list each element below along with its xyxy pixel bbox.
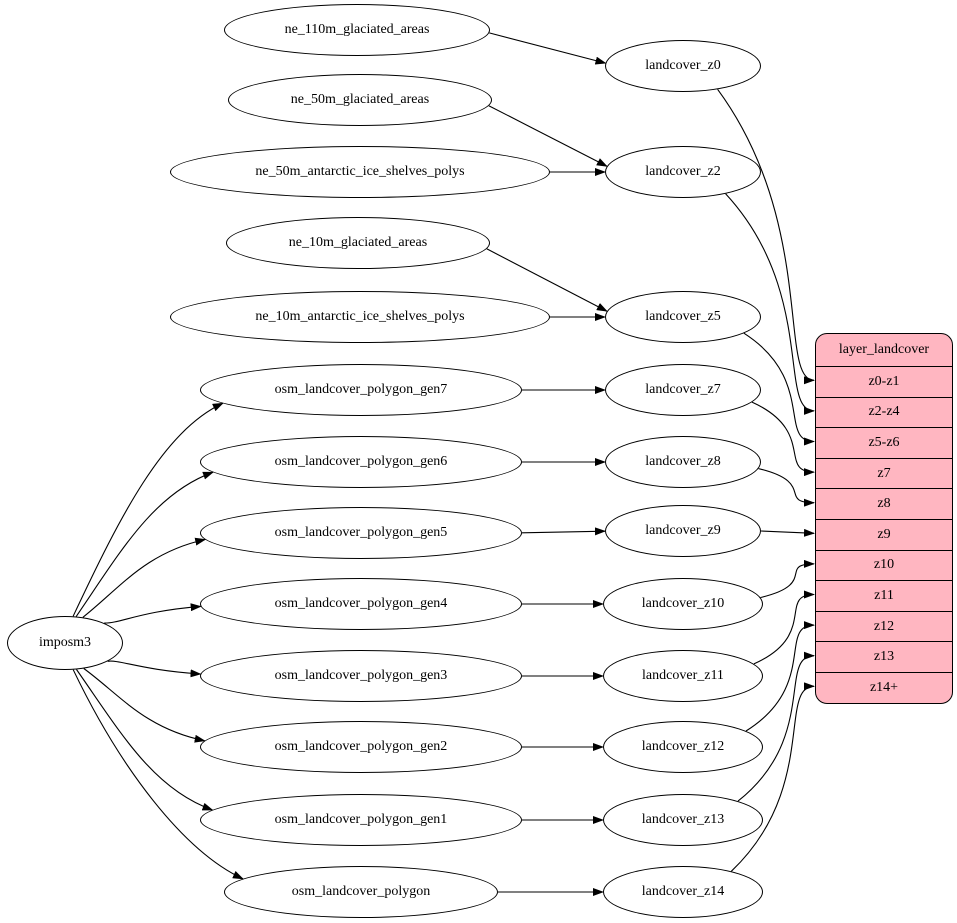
layer-table-row-z5-z6: z5-z6 (816, 427, 952, 458)
layer-table-row-z7: z7 (816, 457, 952, 489)
graph-node-ne_110m_glaciated_areas: ne_110m_glaciated_areas (224, 4, 490, 56)
layer-table-row-z2-z4: z2-z4 (816, 396, 952, 428)
node-label: landcover_z14 (641, 884, 725, 899)
graph-node-landcover_z11: landcover_z11 (603, 650, 763, 702)
graph-node-landcover_z2: landcover_z2 (605, 146, 761, 198)
graph-node-ne_10m_antarctic_ice_shelves_polys: ne_10m_antarctic_ice_shelves_polys (170, 291, 550, 343)
node-label: landcover_z10 (641, 596, 725, 611)
graph-node-osm_landcover_polygon: osm_landcover_polygon (224, 866, 498, 918)
node-label: ne_10m_antarctic_ice_shelves_polys (255, 309, 465, 324)
node-label: landcover_z11 (642, 668, 724, 683)
graph-node-ne_10m_glaciated_areas: ne_10m_glaciated_areas (226, 217, 490, 269)
edge-imposm3-to-osm_landcover_polygon_gen4 (104, 603, 202, 624)
node-label: imposm3 (38, 635, 92, 650)
node-label: osm_landcover_polygon_gen3 (274, 668, 448, 683)
node-label: ne_50m_glaciated_areas (290, 92, 430, 107)
graph-node-landcover_z13: landcover_z13 (603, 794, 763, 846)
node-label: osm_landcover_polygon_gen2 (274, 739, 448, 754)
layer-table-row-z8: z8 (816, 488, 952, 519)
graph-node-landcover_z5: landcover_z5 (605, 291, 761, 343)
node-label: landcover_z8 (645, 454, 721, 469)
node-label: osm_landcover_polygon_gen1 (274, 812, 448, 827)
node-label: osm_landcover_polygon (291, 884, 431, 899)
edge-imposm3-to-osm_landcover_polygon_gen3 (107, 660, 202, 678)
edge-landcover_z9-to-row-z9 (760, 528, 815, 537)
node-label: landcover_z7 (645, 382, 721, 397)
node-label: ne_50m_antarctic_ice_shelves_polys (255, 164, 465, 179)
graph-node-osm_landcover_polygon_gen7: osm_landcover_polygon_gen7 (200, 364, 522, 416)
edge-landcover_z10-to-row-z10 (760, 559, 815, 599)
graph-node-landcover_z7: landcover_z7 (605, 364, 761, 416)
graph-node-ne_50m_glaciated_areas: ne_50m_glaciated_areas (228, 74, 492, 126)
graph-node-landcover_z10: landcover_z10 (603, 578, 763, 630)
node-label: ne_110m_glaciated_areas (284, 22, 430, 37)
edge-landcover_z8-to-row-z8 (758, 468, 815, 507)
node-label: landcover_z0 (645, 58, 721, 73)
layer-table-row-z13: z13 (816, 641, 952, 672)
graph-node-osm_landcover_polygon_gen1: osm_landcover_polygon_gen1 (200, 794, 522, 846)
graph-node-landcover_z12: landcover_z12 (603, 721, 763, 773)
graph-node-landcover_z14: landcover_z14 (603, 866, 763, 918)
node-label: landcover_z5 (645, 309, 721, 324)
edge-imposm3-to-osm_landcover_polygon (72, 669, 244, 880)
layer-table-row-z14+: z14+ (816, 671, 952, 703)
node-label: landcover_z13 (641, 812, 725, 827)
node-label: landcover_z2 (645, 164, 721, 179)
graph-node-osm_landcover_polygon_gen5: osm_landcover_polygon_gen5 (200, 507, 522, 559)
graph-node-imposm3: imposm3 (7, 616, 123, 670)
edge-imposm3-to-osm_landcover_polygon_gen1 (76, 669, 214, 811)
node-label: osm_landcover_polygon_gen4 (274, 596, 448, 611)
node-label: ne_10m_glaciated_areas (288, 235, 428, 250)
layer-table-row-z11: z11 (816, 580, 952, 611)
edge-landcover_z7-to-row-z7 (751, 401, 815, 477)
graph-node-osm_landcover_polygon_gen3: osm_landcover_polygon_gen3 (200, 650, 522, 702)
layer-table-row-z0-z1: z0-z1 (816, 366, 952, 397)
graph-node-osm_landcover_polygon_gen2: osm_landcover_polygon_gen2 (200, 721, 522, 773)
graph-node-osm_landcover_polygon_gen4: osm_landcover_polygon_gen4 (200, 578, 522, 630)
graph-node-landcover_z8: landcover_z8 (605, 436, 761, 488)
node-label: landcover_z9 (645, 523, 721, 538)
node-label: osm_landcover_polygon_gen7 (274, 382, 448, 397)
edge-landcover_z14-to-row-z14+ (730, 682, 815, 872)
edge-ne_110m_glaciated_areas-to-landcover_z0 (489, 32, 607, 65)
edge-imposm3-to-osm_landcover_polygon_gen5 (82, 537, 207, 618)
layer-table-row-z10: z10 (816, 549, 952, 581)
node-label: landcover_z12 (641, 739, 725, 754)
layer-table-row-z9: z9 (816, 518, 952, 550)
graph-node-ne_50m_antarctic_ice_shelves_polys: ne_50m_antarctic_ice_shelves_polys (170, 146, 550, 198)
layer-table-row-z12: z12 (816, 610, 952, 642)
edge-imposm3-to-osm_landcover_polygon_gen2 (83, 668, 206, 743)
edge-imposm3-to-osm_landcover_polygon_gen7 (72, 402, 224, 617)
layer-table-header: layer_landcover (838, 342, 930, 357)
node-label: osm_landcover_polygon_gen6 (274, 454, 448, 469)
edge-osm_landcover_polygon_gen5-to-landcover_z9 (521, 527, 606, 536)
graph-node-landcover_z9: landcover_z9 (605, 505, 761, 557)
edge-imposm3-to-osm_landcover_polygon_gen6 (75, 471, 214, 617)
graph-node-osm_landcover_polygon_gen6: osm_landcover_polygon_gen6 (200, 436, 522, 488)
graph-node-landcover_z0: landcover_z0 (605, 40, 761, 92)
node-label: osm_landcover_polygon_gen5 (274, 525, 448, 540)
